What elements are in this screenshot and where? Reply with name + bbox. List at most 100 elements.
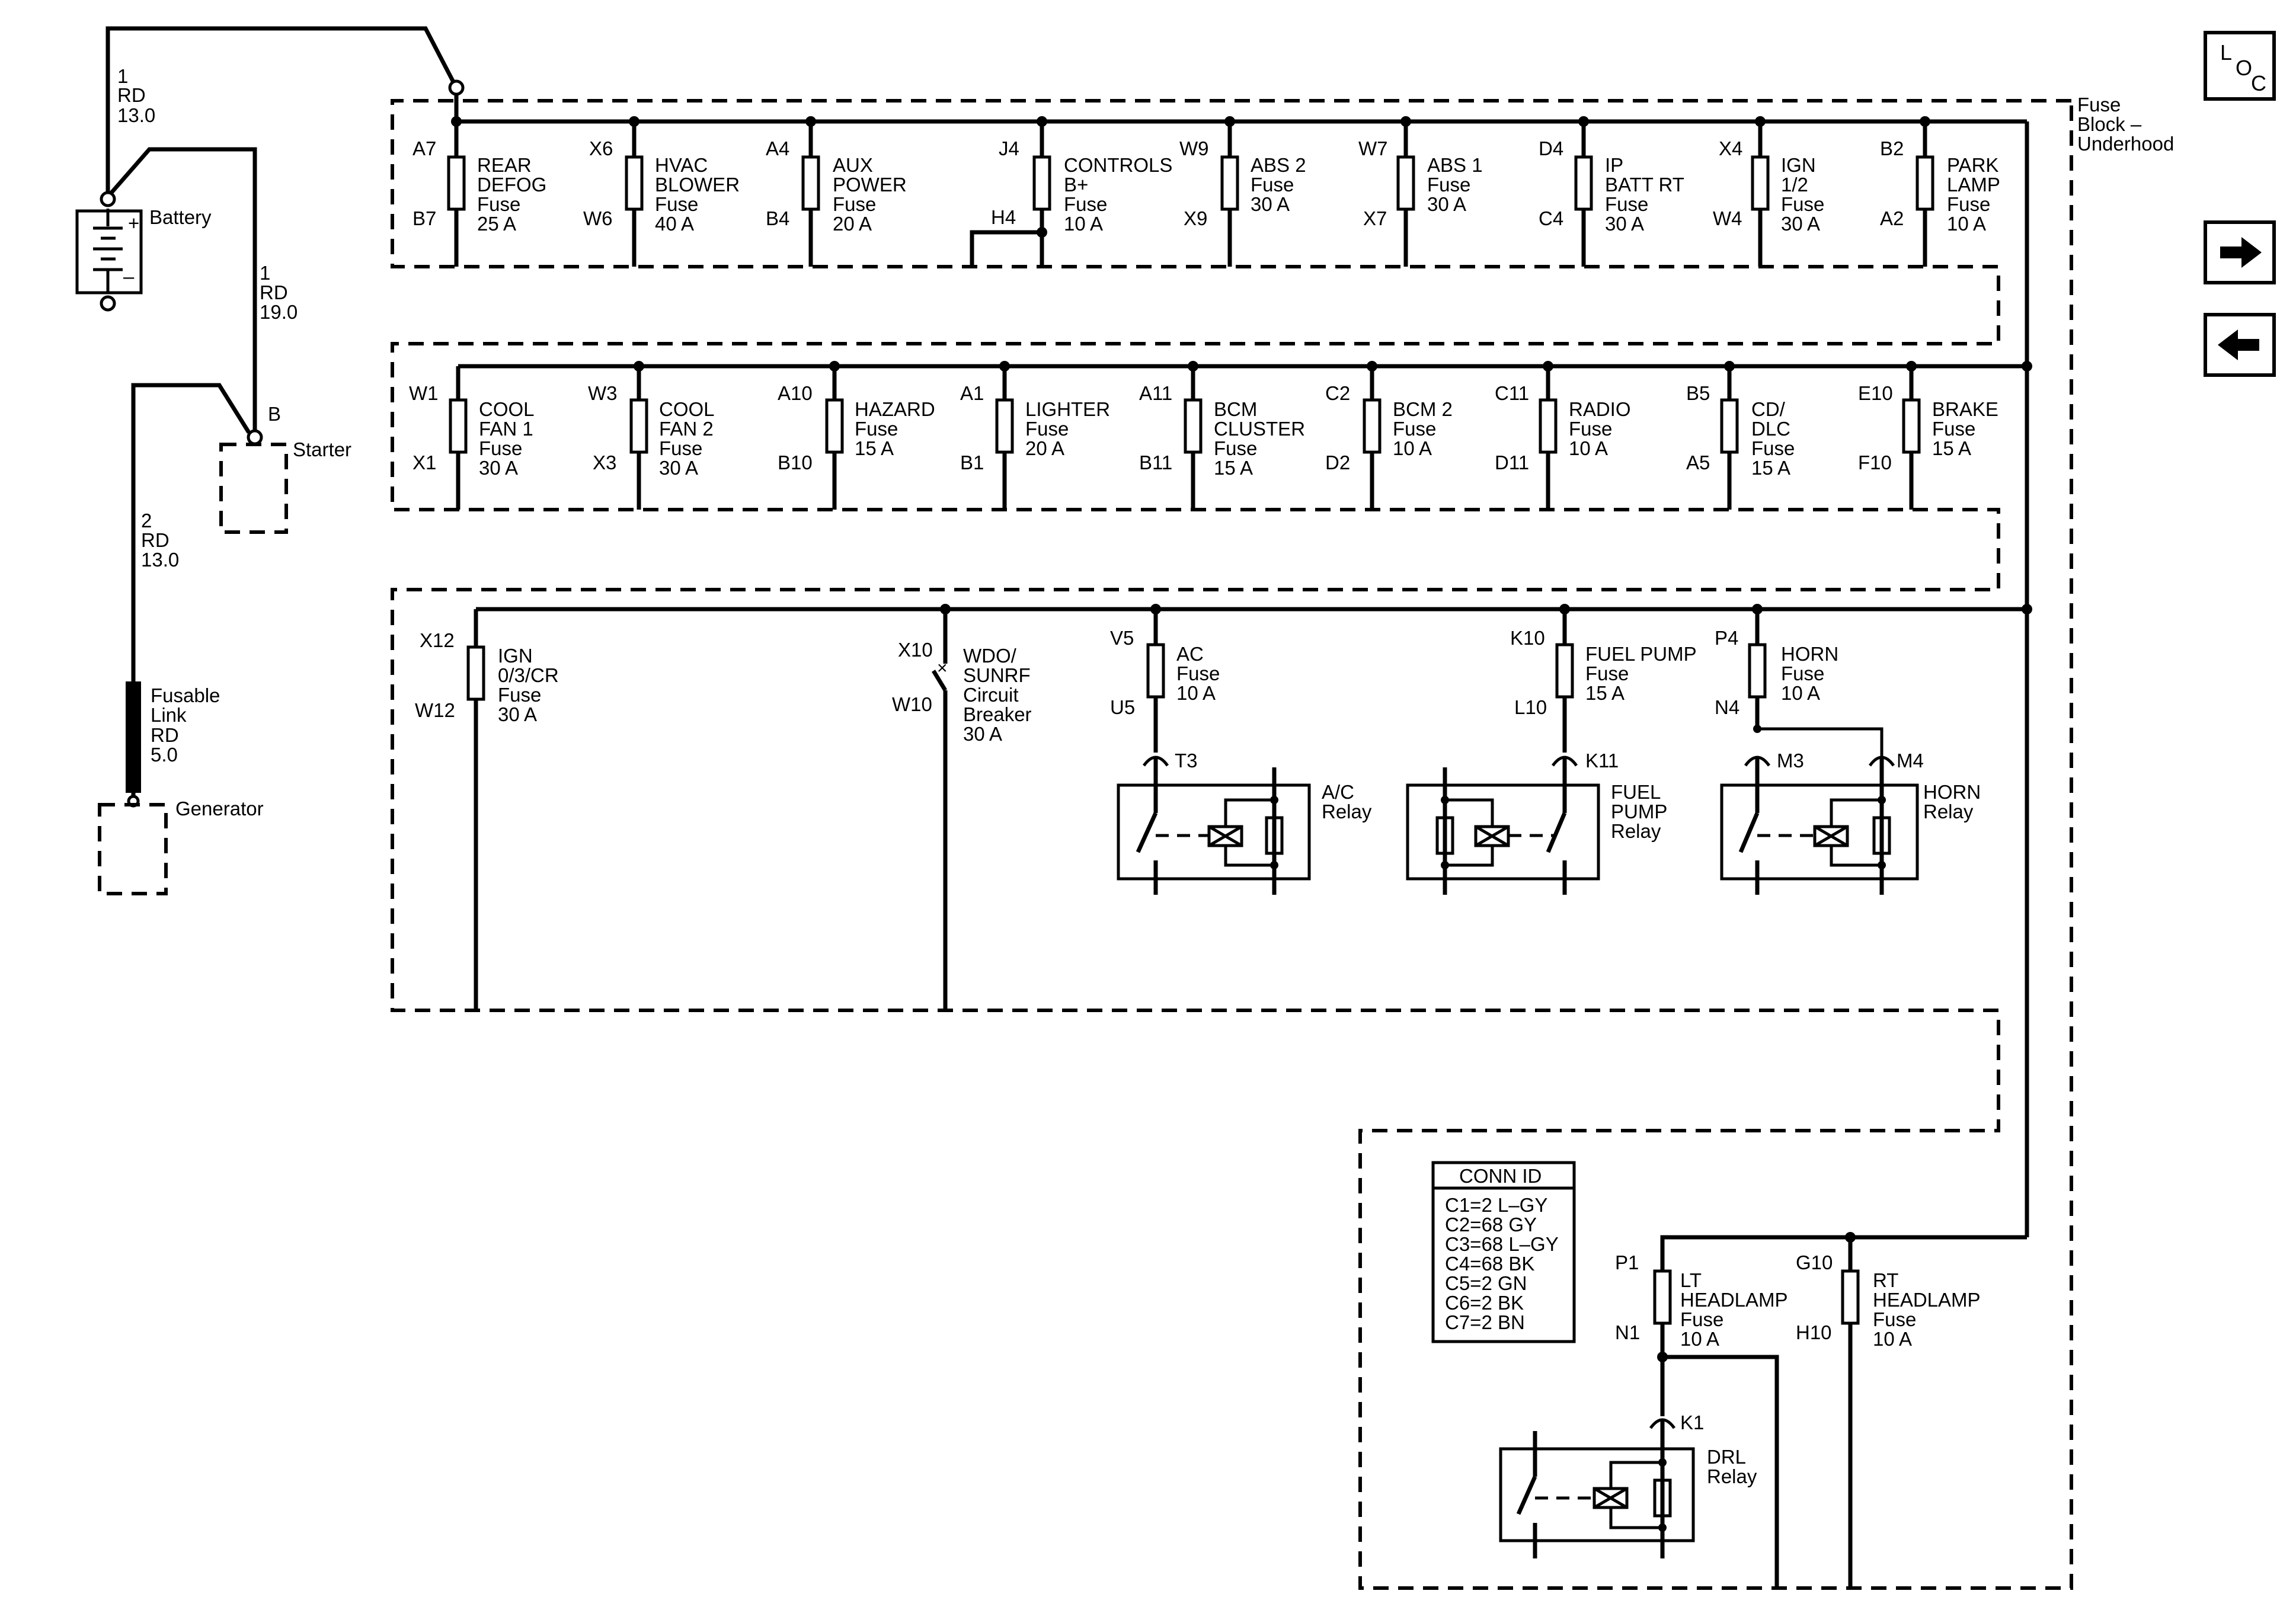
svg-text:U5: U5: [1110, 696, 1135, 718]
svg-text:Fuse: Fuse: [1873, 1308, 1916, 1330]
fusable-link: [126, 681, 141, 793]
svg-text:Link: Link: [151, 704, 187, 726]
svg-text:B+: B+: [1064, 174, 1088, 196]
svg-text:Relay: Relay: [1923, 801, 1974, 822]
battery-icon: [75, 209, 143, 295]
svg-text:Fuse: Fuse: [1781, 193, 1824, 215]
fuse-rear-defog: A7 B7 REAR DEFOG Fuse 25 A: [412, 116, 546, 267]
svg-text:M4: M4: [1897, 750, 1924, 772]
svg-text:Relay: Relay: [1611, 820, 1661, 842]
svg-text:X12: X12: [420, 629, 455, 651]
svg-text:20 A: 20 A: [833, 213, 872, 235]
next-page-button[interactable]: [2204, 220, 2276, 284]
svg-text:2: 2: [141, 510, 152, 532]
wire-battery-to-starter: [106, 147, 257, 436]
svg-text:30 A: 30 A: [1781, 213, 1820, 235]
svg-text:IGN: IGN: [1781, 154, 1816, 176]
left-arrow-icon: [2218, 329, 2259, 360]
svg-text:Fuse: Fuse: [1214, 437, 1257, 459]
svg-text:K10: K10: [1510, 627, 1545, 649]
svg-text:FUEL PUMP: FUEL PUMP: [1585, 643, 1697, 665]
fuse-bcm-2: C2 D2 BCM 2 Fuse 10 A: [1325, 361, 1453, 510]
loc-button[interactable]: L O C: [2204, 31, 2276, 101]
svg-text:20 A: 20 A: [1025, 437, 1064, 459]
svg-text:FAN 2: FAN 2: [659, 418, 714, 440]
svg-text:V5: V5: [1110, 627, 1134, 649]
svg-text:Fuse: Fuse: [498, 684, 541, 706]
svg-text:FAN 1: FAN 1: [479, 418, 533, 440]
svg-text:E10: E10: [1858, 382, 1893, 404]
fuse-ign-1-2: X4 W4 IGN 1/2 Fuse 30 A: [1713, 116, 1824, 267]
svg-text:LT: LT: [1680, 1269, 1702, 1291]
svg-text:K11: K11: [1585, 750, 1619, 772]
fuse-block-label: Fuse Block – Underhood: [2077, 94, 2174, 155]
svg-text:Fuse: Fuse: [655, 193, 698, 215]
svg-text:COOL: COOL: [479, 398, 535, 420]
svg-text:CD/: CD/: [1751, 398, 1786, 420]
svg-text:Relay: Relay: [1322, 801, 1372, 822]
fuse-cool-fan-2: W3 X3 COOL FAN 2 Fuse 30 A: [588, 361, 715, 510]
svg-text:REAR: REAR: [477, 154, 532, 176]
svg-text:Fuse: Fuse: [1025, 418, 1069, 440]
fuse-park-lamp: B2 A2 PARK LAMP Fuse 10 A: [1880, 116, 2000, 267]
svg-text:X9: X9: [1184, 207, 1207, 229]
svg-text:D11: D11: [1495, 452, 1529, 473]
svg-text:W7: W7: [1358, 137, 1388, 159]
svg-text:Fuse: Fuse: [477, 193, 520, 215]
svg-text:Underhood: Underhood: [2077, 133, 2174, 155]
starter-label: Starter: [293, 438, 351, 460]
loc-letter-c: C: [2251, 71, 2266, 95]
svg-text:Breaker: Breaker: [963, 703, 1032, 725]
fuse-hvac-blower: X6 W6 HVAC BLOWER Fuse 40 A: [583, 116, 740, 267]
fuse-bcm-cluster: A11 B11 BCM CLUSTER Fuse 15 A: [1139, 361, 1305, 510]
svg-text:ABS 1: ABS 1: [1427, 154, 1483, 176]
fuse-hazard: A10 B10 HAZARD Fuse 15 A: [778, 361, 935, 510]
block-terminal: [448, 79, 465, 96]
svg-text:W4: W4: [1713, 207, 1742, 229]
svg-text:Fuse: Fuse: [1947, 193, 1990, 215]
svg-text:Fuse: Fuse: [1569, 418, 1612, 440]
svg-text:X6: X6: [589, 137, 613, 159]
svg-text:B7: B7: [412, 207, 436, 229]
svg-text:X7: X7: [1363, 207, 1387, 229]
svg-text:C4: C4: [1539, 207, 1563, 229]
svg-text:RD: RD: [260, 281, 288, 303]
svg-text:J4: J4: [999, 137, 1019, 159]
svg-text:13.0: 13.0: [141, 549, 179, 571]
svg-text:10 A: 10 A: [1781, 682, 1820, 704]
svg-text:B1: B1: [960, 452, 984, 473]
svg-text:Fuse: Fuse: [1251, 174, 1294, 196]
starter-pin-label: B: [268, 403, 281, 425]
battery-positive-terminal: [100, 191, 116, 207]
relay-fuel-pump: K11 FUEL PUMP Relay: [1406, 750, 1667, 895]
starter-outline: [219, 443, 288, 534]
battery-minus-label: –: [123, 265, 135, 287]
svg-text:×: ×: [937, 658, 948, 678]
svg-text:C2=68 GY: C2=68 GY: [1445, 1214, 1537, 1235]
svg-text:WDO/: WDO/: [963, 645, 1017, 667]
svg-text:C6=2 BK: C6=2 BK: [1445, 1292, 1524, 1314]
svg-text:DLC: DLC: [1751, 418, 1790, 440]
svg-text:C3=68 L–GY: C3=68 L–GY: [1445, 1233, 1559, 1255]
svg-text:RADIO: RADIO: [1569, 398, 1631, 420]
svg-text:13.0: 13.0: [117, 104, 155, 126]
svg-text:BATT RT: BATT RT: [1605, 174, 1684, 196]
svg-text:C1=2 L–GY: C1=2 L–GY: [1445, 1194, 1547, 1216]
fuse-rt-headlamp: G10 H10 RT HEADLAMP Fuse 10 A: [1796, 1232, 1981, 1588]
svg-text:L10: L10: [1514, 696, 1547, 718]
fuse-ip-batt-rt: D4 C4 IP BATT RT Fuse 30 A: [1539, 116, 1684, 267]
svg-text:IP: IP: [1605, 154, 1623, 176]
svg-text:FUEL: FUEL: [1611, 781, 1661, 803]
fuse-block-outline: [391, 99, 2073, 1590]
svg-text:15 A: 15 A: [1214, 457, 1253, 479]
previous-page-button[interactable]: [2204, 313, 2276, 377]
svg-text:10 A: 10 A: [1873, 1328, 1912, 1350]
svg-text:10 A: 10 A: [1947, 213, 1986, 235]
circuit-breaker-wdo-sunrf: × X10 W10 WDO/ SUNRF Circuit Breaker 30 …: [892, 604, 1032, 1010]
svg-text:W9: W9: [1179, 137, 1209, 159]
svg-text:LAMP: LAMP: [1947, 174, 2000, 196]
svg-text:A4: A4: [766, 137, 789, 159]
svg-text:W12: W12: [415, 699, 455, 721]
svg-text:Fuse: Fuse: [659, 437, 702, 459]
svg-text:P4: P4: [1715, 627, 1738, 649]
